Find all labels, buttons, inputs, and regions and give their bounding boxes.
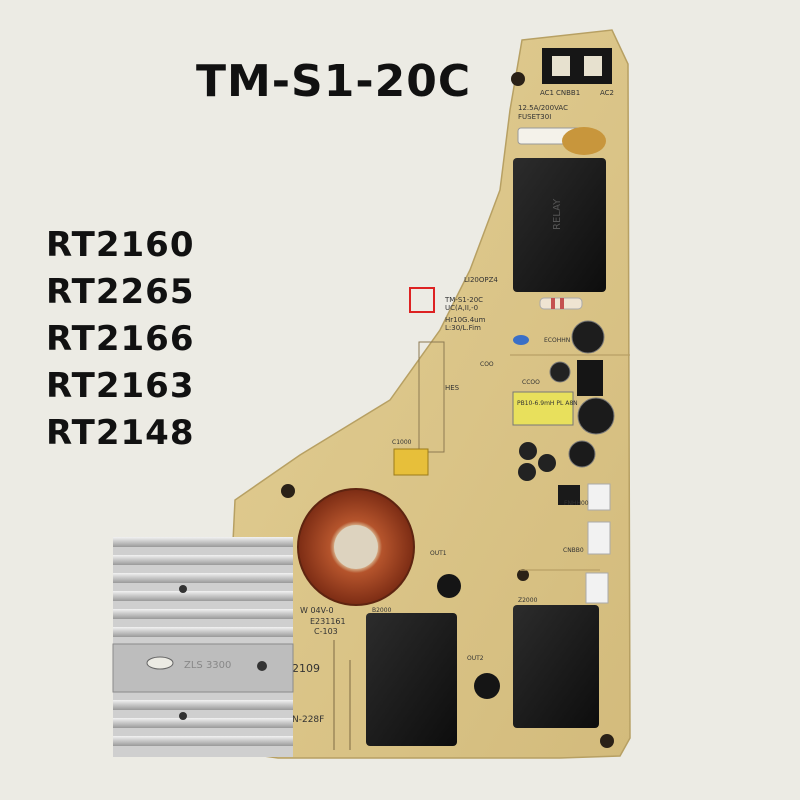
silk-fnhh: FNHH00 xyxy=(564,500,589,507)
mount-hole xyxy=(511,72,525,86)
white-connector xyxy=(587,483,611,511)
mount-hole xyxy=(281,484,295,498)
white-connector xyxy=(585,572,609,604)
silk-ac2: AC2 xyxy=(600,89,614,97)
silk-b2000: B2000 xyxy=(372,607,392,614)
silk-out2: OUT2 xyxy=(467,655,484,662)
bottom-relay xyxy=(366,613,457,746)
silk-coo: COO xyxy=(480,361,494,368)
silk-coil-spec2: L:30/L.Fim xyxy=(445,324,481,332)
mount-hole xyxy=(600,734,614,748)
silk-cnbb0: CNBB0 xyxy=(563,547,584,554)
silk-hes: HES xyxy=(445,384,460,392)
silk-2109: 2109 xyxy=(292,662,320,675)
film-capacitor xyxy=(393,448,429,476)
silk-out1: OUT1 xyxy=(430,550,447,557)
silk-cnbb1: CNBB1 xyxy=(556,89,580,97)
main-relay-top xyxy=(513,158,606,292)
model-item: RT2148 xyxy=(46,413,195,453)
electrolytic-capacitor xyxy=(568,440,596,468)
relay-marking: RELAY xyxy=(552,198,563,230)
silk-fuse-ref: FUSET30I xyxy=(518,113,551,121)
highlight-box xyxy=(409,287,435,313)
silk-z2000: Z2000 xyxy=(518,597,538,604)
silk-ec: ECOHHN xyxy=(544,337,570,344)
silk-ccoo: CCOO xyxy=(522,379,540,386)
silk-l3300: ZLS 3300 xyxy=(184,660,231,671)
silk-inductor: PB10-6.9mH PL A8N xyxy=(517,400,578,407)
product-title: TM-S1-20C xyxy=(196,56,472,107)
large-relay xyxy=(513,605,599,728)
electrolytic-capacitor xyxy=(577,397,615,435)
white-connector xyxy=(587,521,611,555)
mount-hole xyxy=(517,569,529,581)
silk-e23: E231161 xyxy=(310,617,346,626)
electrolytic-capacitor xyxy=(549,361,571,383)
out2-terminal xyxy=(474,673,500,699)
transistor xyxy=(558,485,580,505)
silk-coil-spec: Hr10G.4um xyxy=(445,316,486,324)
electrolytic-capacitor xyxy=(538,454,556,472)
model-item: RT2265 xyxy=(46,272,195,312)
model-item: RT2160 xyxy=(46,225,195,265)
electrolytic-capacitor xyxy=(571,320,605,354)
ic-chip xyxy=(577,360,603,396)
silk-w04: W 04V-0 xyxy=(300,606,334,615)
electrolytic-capacitor xyxy=(518,463,536,481)
black-capacitor xyxy=(437,574,461,598)
silk-version: UC(A,II,-0 xyxy=(445,304,478,312)
model-list: RT2160 RT2265 RT2166 RT2163 RT2148 xyxy=(46,222,194,457)
model-item: RT2163 xyxy=(46,366,195,406)
electrolytic-capacitor xyxy=(519,442,537,460)
silk-board-id: LI20OPZ4 xyxy=(464,276,498,284)
silk-model-code: TM-S1-20C xyxy=(444,296,483,304)
hes-outline xyxy=(418,341,445,453)
silk-fuse-rating: 12.5A/200VAC xyxy=(518,104,568,112)
silk-ac1: AC1 xyxy=(540,89,554,97)
varistor xyxy=(562,127,606,155)
model-item: RT2166 xyxy=(46,319,195,359)
silk-n228: N-228F xyxy=(292,715,324,725)
silk-c103: C-103 xyxy=(314,627,338,636)
aluminum-heatsink xyxy=(112,537,294,757)
silk-c1000: C1000 xyxy=(392,439,412,446)
blue-capacitor xyxy=(513,335,529,345)
yellow-inductor xyxy=(512,391,574,426)
